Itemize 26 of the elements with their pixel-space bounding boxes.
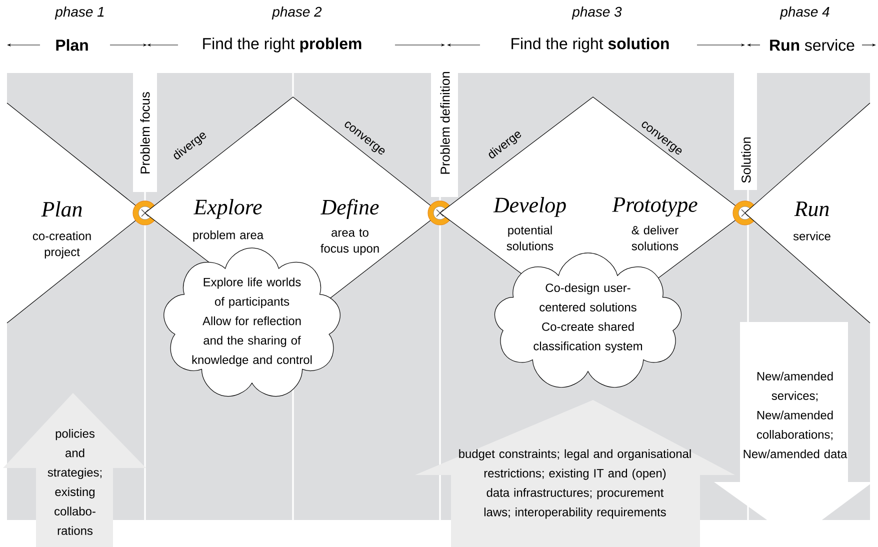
stage-title: Define xyxy=(320,198,379,220)
vertical-label: Problem definition xyxy=(431,50,458,197)
pentagon-box: New/amended services; New/amended collaborations; New/amended data xyxy=(714,322,873,540)
stage-title: Explore xyxy=(193,199,262,219)
stage-subtitle: & deliver solutions xyxy=(632,226,678,250)
stage-subtitle: co-creation project xyxy=(32,231,91,259)
stage-subtitle: potential solutions xyxy=(506,226,554,250)
stage-subtitle: problem area xyxy=(193,230,264,242)
phase-heading: Find the right solution xyxy=(512,38,669,52)
phase-label: phase 2 xyxy=(272,6,322,20)
vertical-label: Problem focus xyxy=(133,73,157,192)
pentagon-box: budget constraints; legal and organisational restrictions; existing IT and (open) data infrastructures; procurement laws; interoperability requirements xyxy=(415,400,735,547)
phase-heading: Run service xyxy=(770,39,854,51)
pentagon-box: policies and strategies; existing collabo-rations xyxy=(3,392,146,547)
phase-label: phase 4 xyxy=(780,6,830,20)
vertical-label: Solution xyxy=(734,73,757,190)
stage-title: Plan xyxy=(41,201,82,217)
stage-subtitle: service xyxy=(793,232,830,240)
stage-title: Develop xyxy=(493,197,566,217)
phase-heading: Plan xyxy=(56,39,88,51)
stage-title: Run xyxy=(794,202,829,216)
stage-title: Prototype xyxy=(612,197,698,217)
phase-heading: Find the right problem xyxy=(203,38,362,52)
thought-cloud: Co-design user-centered solutions Co-create shared classification system xyxy=(494,252,682,388)
phase-label: phase 1 xyxy=(54,6,104,20)
phase-label: phase 3 xyxy=(572,6,622,20)
